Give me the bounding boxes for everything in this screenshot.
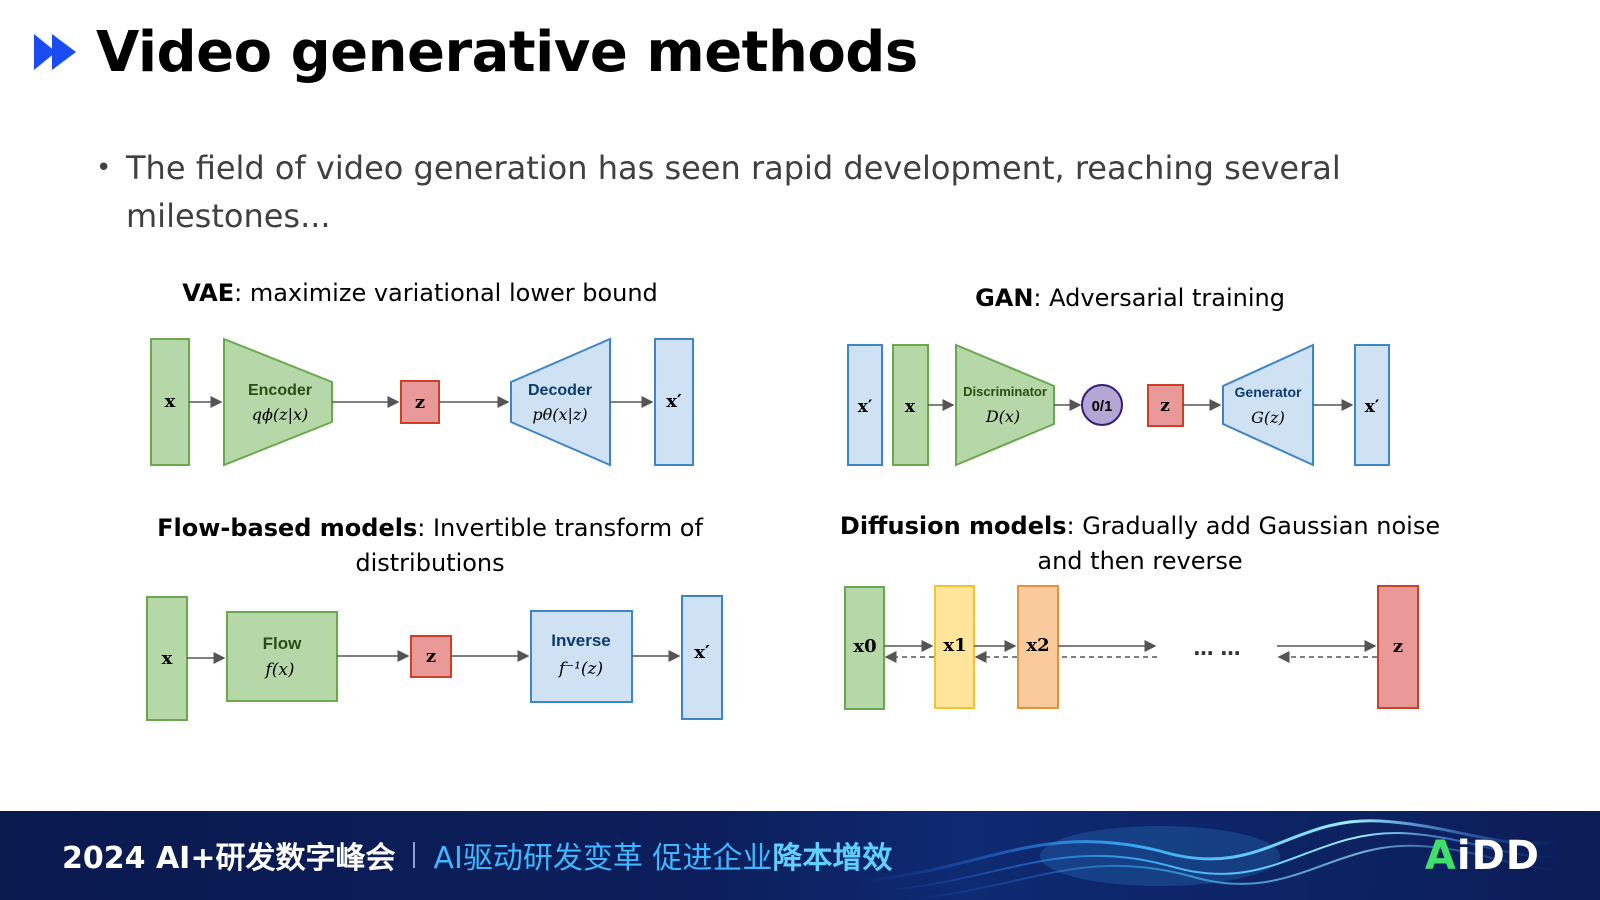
diffusion-x2-label: x2	[1026, 635, 1049, 656]
flow-z-label: z	[426, 646, 436, 667]
vae-xout-label: x′	[666, 391, 682, 412]
gan-caption-rest: : Adversarial training	[1033, 284, 1285, 312]
gan-diagram: x′ x Discriminator D(x) 0/1 z Generator …	[847, 343, 1390, 467]
vae-x-label: x	[165, 391, 176, 412]
vae-decoder-shape	[510, 337, 611, 467]
vae-caption-rest: : maximize variational lower bound	[234, 279, 658, 307]
vae-caption: VAE: maximize variational lower bound	[150, 276, 690, 311]
gan-x-label: x	[905, 397, 916, 417]
vae-encoder-label: Encoder	[248, 382, 312, 399]
diffusion-caption-rest: : Gradually add Gaussian noise	[1066, 512, 1441, 540]
gan-discriminator-label: Discriminator	[963, 384, 1047, 399]
diffusion-caption-bold: Diffusion models	[839, 512, 1067, 540]
vae-encoder-fn: qϕ(z|x)	[252, 405, 308, 424]
flow-caption: Flow-based models: Invertible transform …	[130, 511, 730, 581]
logo-accent: A	[1424, 833, 1457, 879]
gan-x-box	[892, 344, 929, 466]
diffusion-x1-label: x1	[943, 635, 966, 656]
logo-rest: iDD	[1456, 833, 1540, 879]
vae-x-box	[150, 338, 190, 466]
diffusion-z-box	[1377, 585, 1419, 709]
gan-generator-label: Generator	[1235, 384, 1302, 400]
diffusion-x1-box	[934, 585, 975, 709]
flow-caption-rest: : Invertible transform of	[417, 514, 703, 542]
footer-divider	[413, 842, 416, 868]
gan-xprime-box	[847, 344, 883, 466]
vae-encoder-shape	[223, 337, 333, 467]
flow-z-box	[410, 635, 452, 678]
footer-slogan: AI驱动研发变革 促进企业降本增效	[433, 833, 892, 877]
gan-z-label: z	[1160, 396, 1170, 416]
diffusion-z-label: z	[1393, 636, 1403, 657]
gan-xprime-label: x′	[858, 397, 873, 417]
vae-caption-bold: VAE	[182, 279, 235, 307]
footer-text: 2024 AI+研发数字峰会 AI驱动研发变革 促进企业降本增效	[62, 833, 892, 877]
flow-f-fn: f(x)	[263, 660, 294, 680]
title-row: Video generative methods	[32, 12, 918, 92]
footer-slogan-a: AI驱动研发变革 促进企业	[433, 841, 773, 876]
diffusion-x0-box	[844, 586, 885, 710]
bullet-text: The field of video generation has seen r…	[126, 149, 1341, 235]
gan-output-circle	[1081, 384, 1123, 426]
footer-slogan-b: 降本增效	[772, 841, 893, 876]
flow-inverse-box	[530, 610, 633, 703]
footer-banner: 2024 AI+研发数字峰会 AI驱动研发变革 促进企业降本增效 AiDD	[0, 811, 1600, 900]
double-arrow-icon	[34, 34, 76, 70]
flow-caption-line2: distributions	[355, 549, 505, 577]
flow-x-label: x	[162, 648, 173, 669]
flow-f-box	[226, 611, 338, 702]
gan-generator-fn: G(z)	[1251, 408, 1285, 427]
diffusion-caption: Diffusion models: Gradually add Gaussian…	[820, 509, 1460, 579]
gan-xout-label: x′	[1365, 397, 1380, 417]
gan-discriminator-shape	[955, 343, 1055, 467]
bullet-item: • The field of video generation has seen…	[96, 144, 1396, 240]
methods-diagram: x Encoder qϕ(z|x) z Decoder pθ(x|z) x′ x…	[146, 337, 1419, 721]
gan-output-label: 0/1	[1092, 398, 1113, 415]
diffusion-caption-line2: and then reverse	[1037, 547, 1243, 575]
footer-wave-graphic	[860, 819, 1560, 900]
aidd-logo: AiDD	[1425, 833, 1540, 879]
flow-diagram: x Flow f(x) z Inverse f⁻¹(z) x′	[146, 595, 723, 721]
flow-inverse-label: Inverse	[551, 631, 611, 650]
vae-z-box	[400, 380, 440, 424]
vae-xout-box	[654, 338, 694, 466]
flow-caption-bold: Flow-based models	[157, 514, 418, 542]
vae-diagram: x Encoder qϕ(z|x) z Decoder pθ(x|z) x′	[150, 337, 694, 467]
gan-caption-bold: GAN	[975, 284, 1034, 312]
gan-discriminator-fn: D(x)	[985, 407, 1020, 426]
vae-decoder-label: Decoder	[528, 382, 592, 399]
flow-inverse-fn: f⁻¹(z)	[557, 659, 603, 679]
flow-f-label: Flow	[263, 634, 302, 653]
vae-z-label: z	[415, 392, 425, 413]
gan-caption: GAN: Adversarial training	[850, 281, 1410, 316]
diffusion-x2-box	[1017, 585, 1059, 709]
flow-xout-label: x′	[694, 642, 710, 663]
gan-xout-box	[1354, 344, 1390, 466]
flow-xout-box	[681, 595, 723, 720]
gan-generator-shape	[1222, 343, 1314, 467]
bullet-dot: •	[96, 153, 112, 183]
vae-decoder-fn: pθ(x|z)	[532, 405, 587, 424]
footer-event-name: 2024 AI+研发数字峰会	[62, 841, 396, 876]
diffusion-ellipsis: … …	[1194, 636, 1241, 660]
diffusion-x0-label: x0	[853, 636, 876, 657]
diffusion-diagram: x0 x1 x2 … … z	[844, 585, 1419, 710]
slide-title: Video generative methods	[96, 19, 918, 85]
